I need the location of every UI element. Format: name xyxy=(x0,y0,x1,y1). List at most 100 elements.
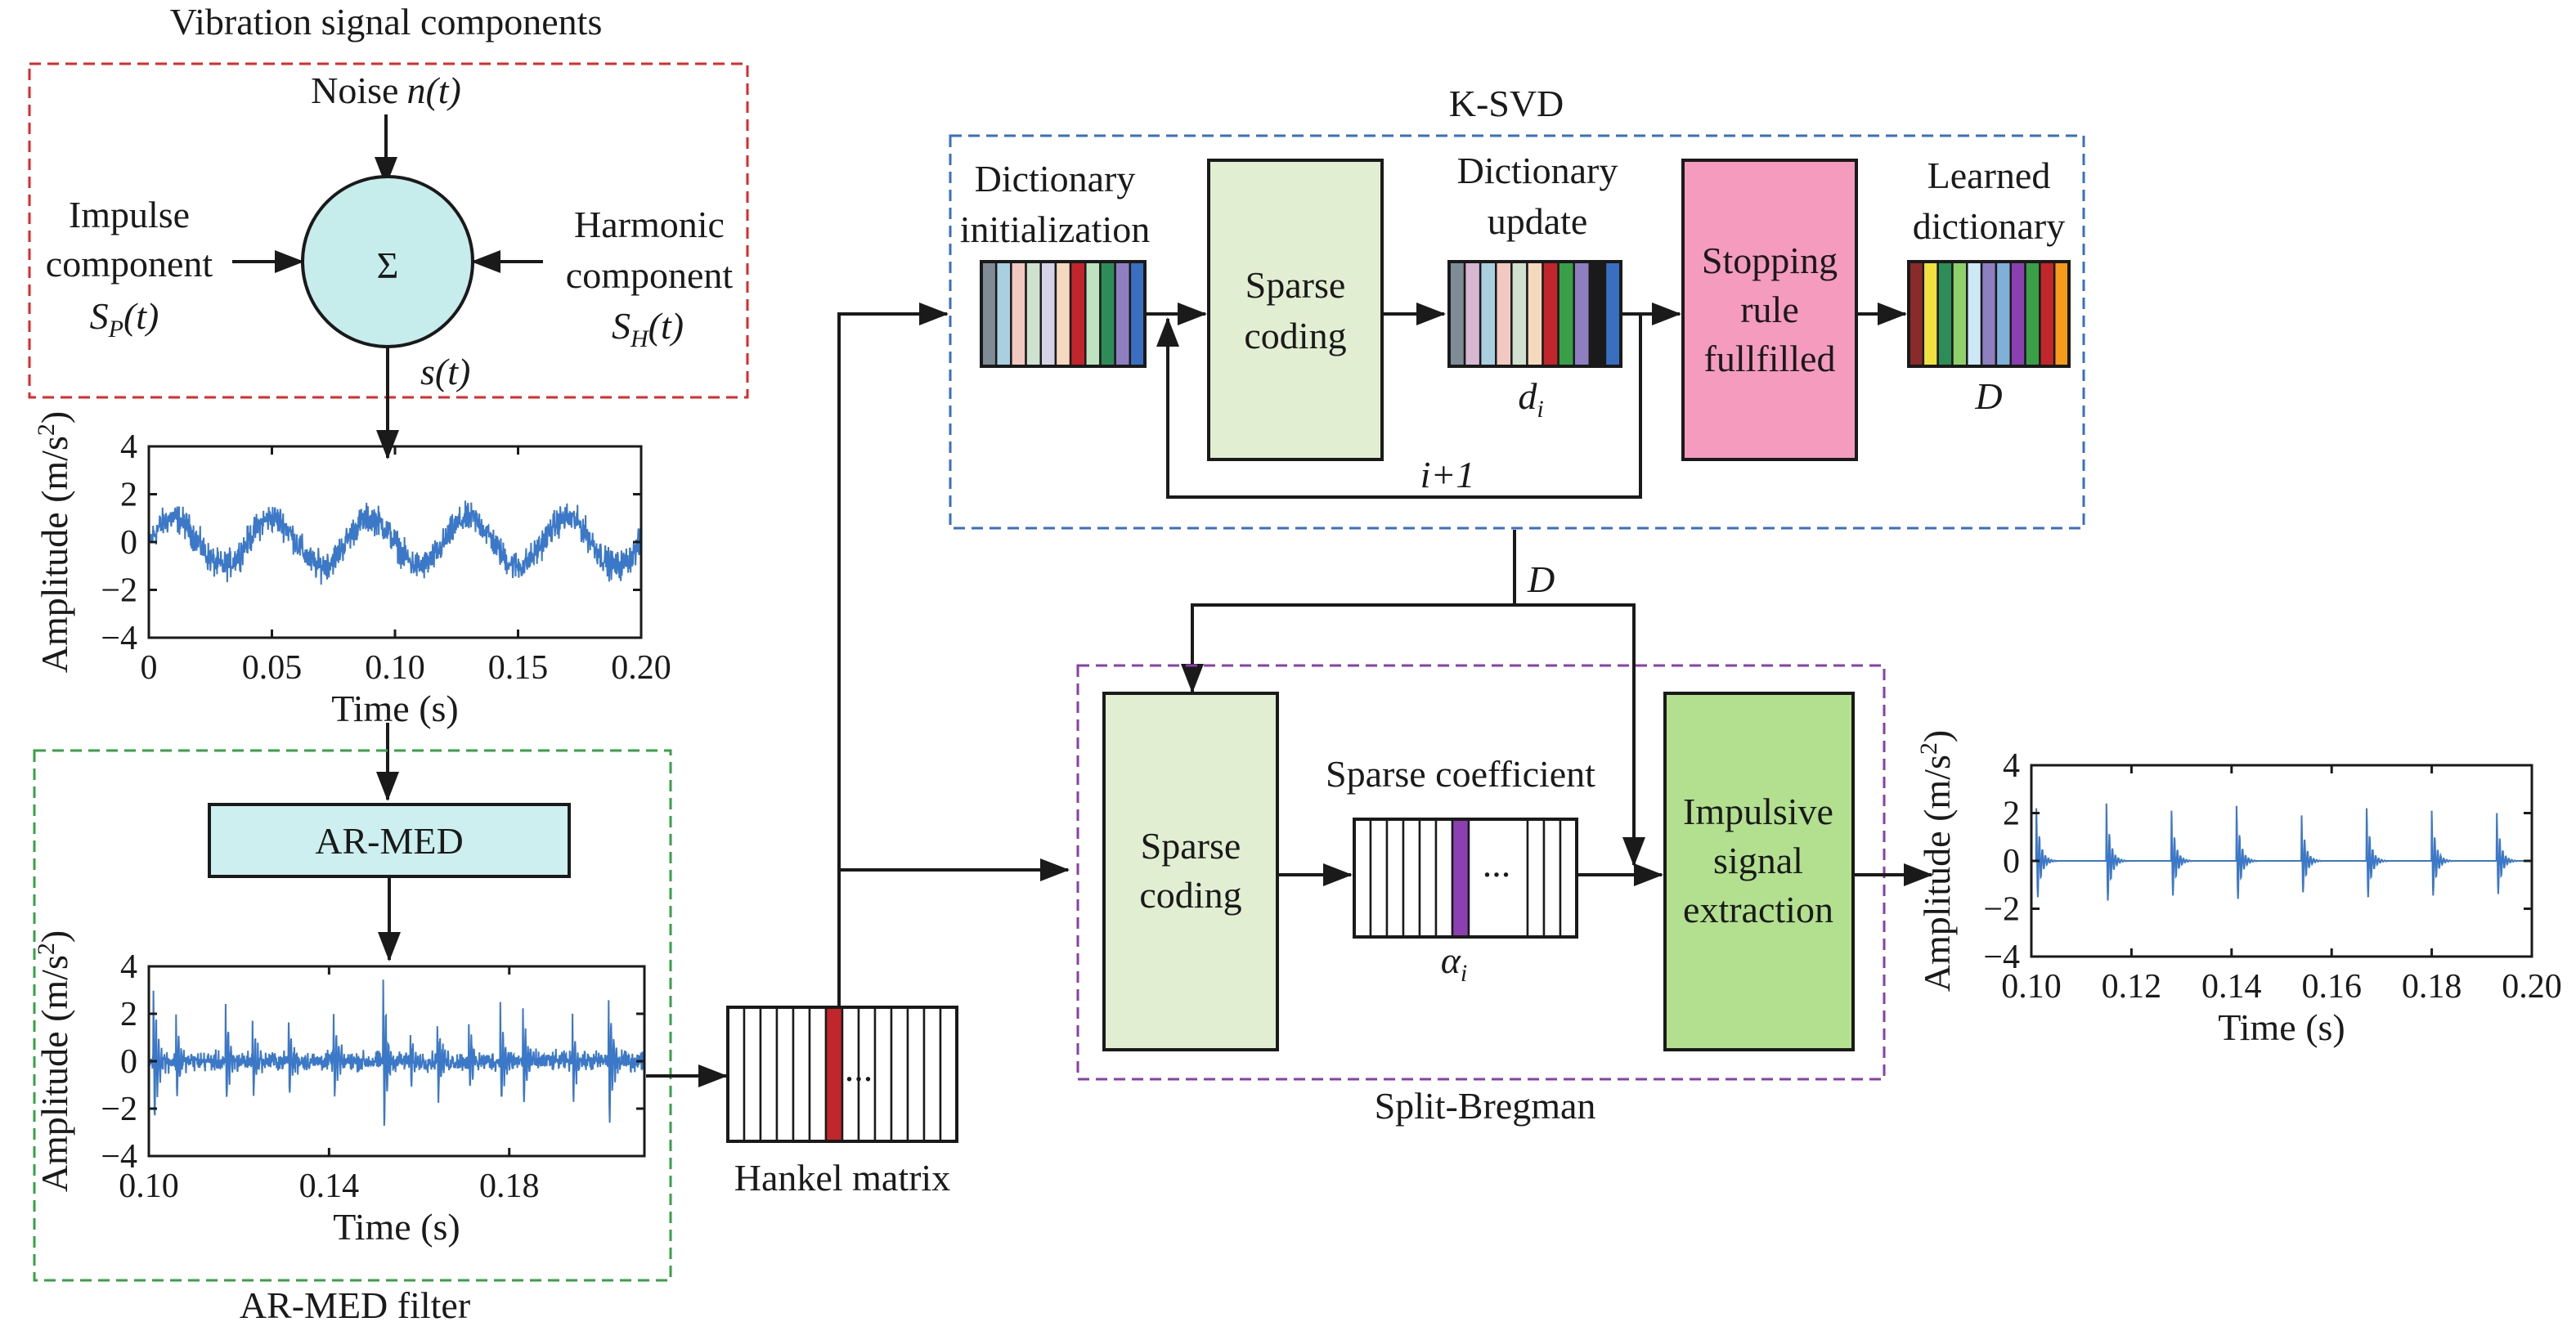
hankel-column xyxy=(824,1006,844,1143)
d-to-impulsive-arrow xyxy=(1515,603,1645,867)
sparse-coef-label: Sparse coefficient xyxy=(1326,753,1595,795)
dict-init-label-2: initialization xyxy=(960,208,1151,250)
x-tick-label: 0.18 xyxy=(2402,968,2462,1006)
learned-dictionary-matrix xyxy=(1907,260,2071,368)
dict-init-column xyxy=(980,260,998,368)
armed-block-label: AR-MED xyxy=(315,820,463,862)
hankel-column xyxy=(939,1006,958,1143)
ksvd-box xyxy=(949,134,2085,530)
ksvd-sparse-coding-block xyxy=(1207,159,1384,461)
dict-update-column xyxy=(1463,260,1482,368)
impulse-label-2: component xyxy=(46,243,213,285)
impulse-label: Impulse xyxy=(69,194,190,235)
coef-symbol: αi xyxy=(1441,939,1468,987)
signal-trace xyxy=(2031,803,2532,901)
hankel-column xyxy=(808,1006,828,1143)
y-tick-label: 0 xyxy=(2003,843,2020,881)
hankel-column xyxy=(743,1006,762,1143)
dict-init-column xyxy=(1025,260,1042,368)
sb-sparse-coding-label: Sparse xyxy=(1141,825,1241,867)
y-tick-label: 4 xyxy=(120,948,137,986)
sparse-coefficient-column xyxy=(1434,818,1454,939)
sparse-coefficient-column xyxy=(1353,818,1372,939)
learned-dictionary-column xyxy=(1980,260,1998,368)
y-axis-label: Amplitude (m/s2) xyxy=(1915,730,1958,992)
y-tick-label: 0 xyxy=(120,524,137,562)
x-tick-label: 0.20 xyxy=(2502,968,2562,1006)
y-axis-label: Amplitude (m/s2) xyxy=(33,930,75,1192)
dict-update-column xyxy=(1526,260,1544,368)
sparse-coefficient-dots: ... xyxy=(1483,843,1511,885)
dict-update-column xyxy=(1604,260,1622,368)
x-tick-label: 0.10 xyxy=(365,649,425,687)
harmonic-label: Harmonic xyxy=(574,204,725,245)
y-tick-label: −2 xyxy=(1983,891,2020,929)
sparse-coefficient-column xyxy=(1526,818,1546,939)
dict-init-column xyxy=(1010,260,1027,368)
y-tick-label: 4 xyxy=(2003,747,2020,785)
hankel-column xyxy=(775,1006,795,1143)
x-axis-label: Time (s) xyxy=(333,1206,460,1248)
sum-symbol: Σ xyxy=(377,244,399,286)
d-to-sb-sparse-arrow xyxy=(1181,603,1515,693)
harmonic-label-2: component xyxy=(566,254,734,296)
learned-dictionary-column xyxy=(1995,260,2012,368)
dict-update-column xyxy=(1447,260,1466,368)
y-tick-label: 0 xyxy=(120,1043,137,1081)
x-axis-label: Time (s) xyxy=(2218,1006,2345,1048)
hankel-label: Hankel matrix xyxy=(734,1157,950,1199)
dict-update-column xyxy=(1557,260,1575,368)
learned-dictionary-column xyxy=(1951,260,1968,368)
hankel-to-ksvd-arrow xyxy=(837,302,949,1007)
dict-update-matrix xyxy=(1447,260,1622,368)
y-tick-label: −4 xyxy=(101,620,137,657)
learned-dictionary-column xyxy=(1922,260,1939,368)
x-tick-label: 0.18 xyxy=(479,1167,540,1205)
stopping-label: Stopping xyxy=(1702,240,1838,281)
dict-init-matrix xyxy=(980,260,1147,368)
learned-dictionary-column xyxy=(2009,260,2026,368)
hankel-column xyxy=(759,1006,779,1143)
impulsive-extraction-block xyxy=(1663,692,1855,1051)
x-tick-label: 0.16 xyxy=(2301,968,2362,1006)
split-bregman-box xyxy=(1076,664,1886,1081)
x-tick-label: 0.14 xyxy=(2201,968,2262,1006)
sparse-coefficient-column xyxy=(1559,818,1578,939)
dict-init-column xyxy=(1069,260,1087,368)
hankel-column xyxy=(726,1006,746,1143)
learned-dictionary-column xyxy=(1907,260,1925,368)
dict-update-column xyxy=(1495,260,1513,368)
x-tick-label: 0.20 xyxy=(611,649,671,687)
vibration-title: Vibration signal components xyxy=(170,1,603,43)
stopping-label-2: rule xyxy=(1740,289,1799,330)
iteration-loop-arrow xyxy=(1156,314,1642,499)
harmonic-symbol: SH(t) xyxy=(612,305,684,352)
x-tick-label: 0 xyxy=(141,649,158,687)
split-bregman-title: Split-Bregman xyxy=(1375,1085,1596,1127)
impulsive-label-2: signal xyxy=(1713,840,1803,881)
x-tick-label: 0.12 xyxy=(2102,968,2162,1006)
dict-init-column xyxy=(1039,260,1057,368)
y-tick-label: 2 xyxy=(120,996,137,1033)
dict-update-column xyxy=(1573,260,1591,368)
st-label: s(t) xyxy=(420,351,470,392)
learned-dictionary-column xyxy=(2053,260,2071,368)
sb-sparse-coding-block xyxy=(1102,692,1279,1051)
signal-trace xyxy=(148,500,642,585)
stopping-rule-block xyxy=(1681,159,1858,461)
y-tick-label: −4 xyxy=(101,1138,137,1176)
sparse-coefficient-column xyxy=(1402,818,1421,939)
d-label: D xyxy=(1527,558,1555,600)
y-tick-label: 2 xyxy=(120,477,137,514)
hankel-column xyxy=(873,1006,893,1143)
learned-dictionary-column xyxy=(2024,260,2041,368)
hankel-matrix: ... xyxy=(726,1006,958,1143)
sparse-coefficient-column xyxy=(1418,818,1438,939)
y-tick-label: 2 xyxy=(2003,795,2020,833)
learned-label: Learned xyxy=(1928,155,2051,196)
dict-init-column xyxy=(1099,260,1116,368)
hankel-column xyxy=(906,1006,926,1143)
